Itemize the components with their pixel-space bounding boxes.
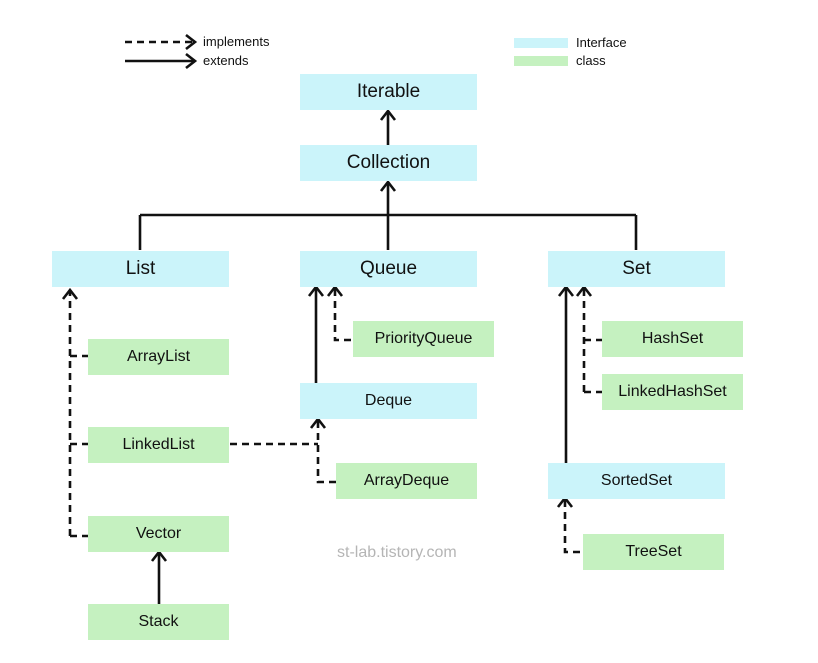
- edge-list-implements-head: [61, 287, 79, 300]
- legend-interface-label: Interface: [576, 35, 627, 50]
- node-linkedlist: LinkedList: [88, 427, 229, 463]
- edge-priorityqueue-queue: [333, 289, 353, 342]
- edge-hashset-set-head: [575, 284, 593, 297]
- legend-extends-label: extends: [203, 53, 249, 68]
- node-hashset: HashSet: [602, 321, 743, 357]
- node-linkedhashset: LinkedHashSet: [602, 374, 743, 410]
- node-collection: Collection: [300, 145, 477, 181]
- edge-priorityqueue-queue-head: [326, 284, 344, 297]
- legend-class-label: class: [576, 53, 606, 68]
- node-set: Set: [548, 251, 725, 287]
- edge-stack-vector-head: [150, 549, 168, 562]
- node-treeset: TreeSet: [583, 534, 724, 570]
- edge-treeset-sortedset: [563, 500, 583, 554]
- node-queue: Queue: [300, 251, 477, 287]
- node-list: List: [52, 251, 229, 287]
- node-vector: Vector: [88, 516, 229, 552]
- node-iterable: Iterable: [300, 74, 477, 110]
- legend-implements-label: implements: [203, 34, 270, 49]
- edge-queue-collection-head: [379, 179, 397, 192]
- node-arraydeque: ArrayDeque: [336, 463, 477, 499]
- node-sortedset: SortedSet: [548, 463, 725, 499]
- edge-collection-iterable-head: [379, 108, 397, 121]
- legend-interface-swatch: [514, 38, 568, 48]
- node-deque: Deque: [300, 383, 477, 419]
- node-arraylist: ArrayList: [88, 339, 229, 375]
- watermark: st-lab.tistory.com: [337, 544, 457, 561]
- edge-arraydeque-deque: [316, 421, 336, 484]
- edge-deque-implements-head: [309, 416, 327, 429]
- legend-extends-arrowhead: [185, 52, 198, 70]
- legend-class-swatch: [514, 56, 568, 66]
- edge-deque-queue-head: [307, 284, 325, 297]
- legend-implements-arrowhead: [185, 33, 198, 51]
- edge-sortedset-set-head: [557, 284, 575, 297]
- node-priorityqueue: PriorityQueue: [353, 321, 494, 357]
- node-stack: Stack: [88, 604, 229, 640]
